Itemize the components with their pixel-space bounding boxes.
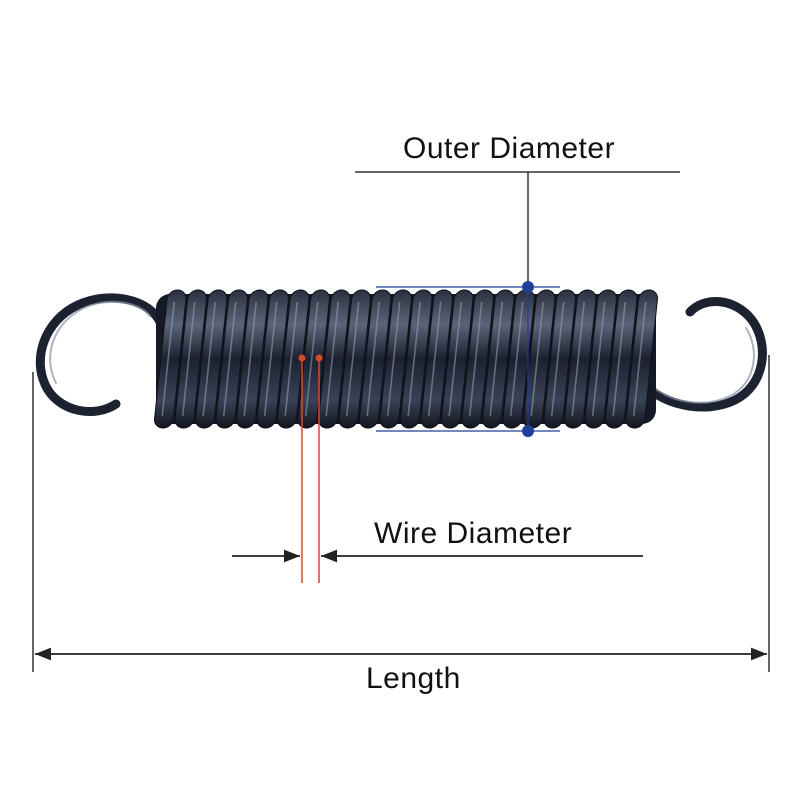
coil-turn — [584, 289, 617, 429]
coil-highlight — [304, 302, 319, 416]
coil-turn — [564, 289, 597, 429]
spring-coils — [154, 289, 658, 429]
coil-turn — [461, 289, 494, 429]
coil-highlight — [509, 302, 524, 416]
coil-turn — [543, 289, 576, 429]
length-dimension — [32, 355, 770, 672]
coil-highlight — [530, 302, 544, 416]
coil-highlight — [571, 302, 585, 416]
coil-highlight — [612, 302, 626, 416]
coil-turn — [605, 289, 638, 429]
left-hook — [35, 293, 165, 416]
coil-turn — [359, 289, 392, 429]
coil-highlight — [366, 302, 380, 416]
right-hook-highlight — [649, 327, 755, 404]
coil-highlight — [181, 302, 196, 416]
coil-highlight — [591, 302, 606, 416]
coil-highlight — [427, 302, 442, 416]
coil-highlight — [325, 302, 339, 416]
wire-left-dot — [298, 354, 306, 362]
coil-highlight — [284, 302, 298, 416]
coil-highlight — [202, 302, 216, 416]
left-hook-highlight — [49, 300, 151, 384]
coil-turn — [256, 289, 289, 429]
coil-turn — [625, 289, 658, 429]
right-hook — [635, 297, 767, 412]
coil-turn — [215, 289, 248, 429]
coil-highlight — [468, 302, 483, 416]
coil-turn — [379, 289, 412, 429]
coil-highlight — [489, 302, 503, 416]
length-label: Length — [366, 662, 461, 695]
coil-turn — [420, 289, 453, 429]
coil-highlight — [632, 302, 647, 416]
outer-diameter-label: Outer Diameter — [403, 132, 616, 165]
coil-highlight — [263, 302, 278, 416]
coil-highlight — [345, 302, 360, 416]
coil-highlight — [448, 302, 462, 416]
outer-bottom-dot — [522, 425, 534, 437]
coil-turn — [441, 289, 474, 429]
coil-turn — [174, 289, 207, 429]
coil-highlight — [550, 302, 565, 416]
coil-turn — [318, 289, 351, 429]
coil-turn — [154, 289, 187, 429]
coil-turn — [482, 289, 515, 429]
coil-highlight — [222, 302, 237, 416]
coil-turn — [236, 289, 269, 429]
wire-diameter-dimension — [232, 354, 643, 583]
outer-top-dot — [522, 281, 534, 293]
coil-turn — [400, 289, 433, 429]
outer-diameter-dimension — [355, 171, 680, 437]
coil-highlight — [243, 302, 257, 416]
coil-turn — [338, 289, 371, 429]
extension-spring — [35, 289, 767, 429]
wire-right-dot — [315, 354, 323, 362]
coil-highlight — [407, 302, 421, 416]
coil-highlight — [161, 302, 175, 416]
wire-diameter-label: Wire Diameter — [374, 517, 573, 550]
coil-highlight — [386, 302, 401, 416]
coil-turn — [195, 289, 228, 429]
